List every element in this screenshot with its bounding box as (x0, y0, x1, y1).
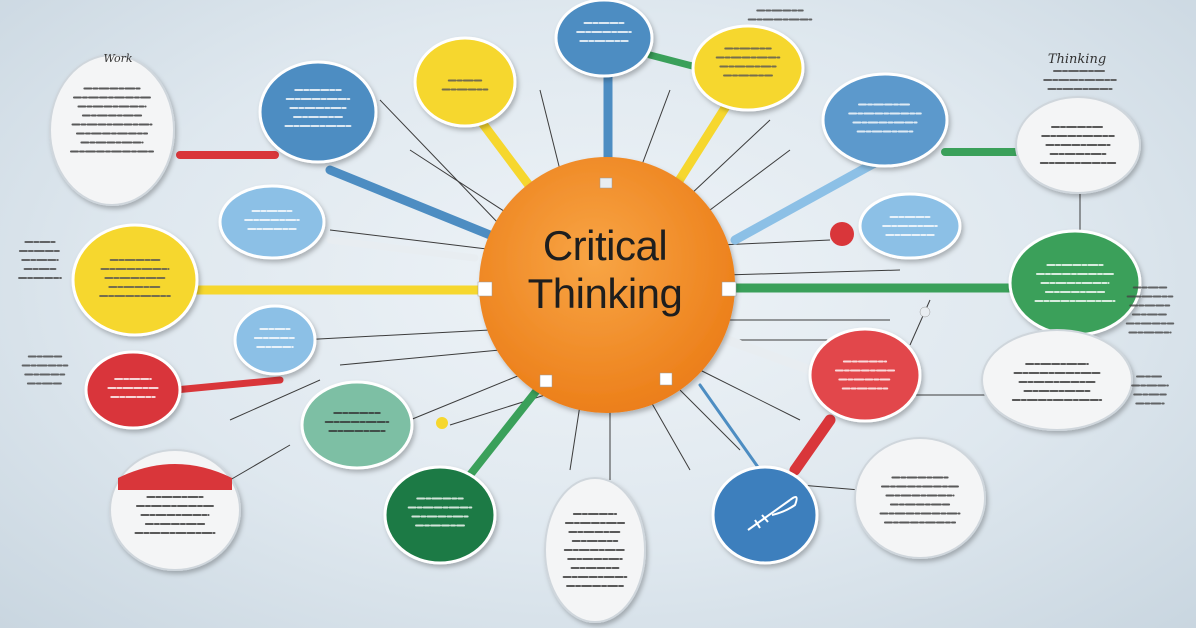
stem-red-right (789, 414, 836, 476)
node-teal-bottom-left (300, 380, 414, 470)
stem-blue-bottom-right (698, 383, 762, 472)
stem-yellow-top-right (665, 95, 735, 200)
stem-blue-right (730, 155, 885, 245)
thin-connectors (229, 89, 1081, 491)
node-lightblue-left (218, 184, 326, 260)
red-header-band (118, 464, 232, 490)
stem-blue-top-left (325, 165, 495, 240)
node-white-bottom-right (854, 437, 986, 559)
stem-red-mid-left (171, 376, 284, 394)
node-white-right (981, 329, 1133, 431)
node-darkgreen-bottom (383, 465, 497, 565)
node-blue-top-left (258, 60, 378, 164)
node-blue-top-right (821, 72, 949, 168)
nodes (49, 0, 1142, 623)
stem-green-bottom (466, 376, 549, 479)
node-blue-bottom-right (711, 465, 819, 565)
node-yellow-left (71, 223, 199, 337)
node-yellow-top-right (691, 24, 805, 112)
pins (436, 177, 931, 429)
node-white-top-left (49, 54, 175, 206)
node-red-mid-right (808, 327, 922, 423)
node-blue-top (554, 0, 654, 78)
corner-label-left: Work (103, 52, 133, 65)
illegible-text-lines (18, 9, 1175, 587)
node-lightblue-mid-left (233, 304, 317, 376)
node-red-left (84, 350, 182, 430)
quill-icon (747, 495, 798, 531)
node-yellow-top-left (413, 36, 517, 128)
stem-white-left (326, 236, 479, 262)
center-node (479, 157, 735, 413)
corner-label-right: Thinking (1047, 52, 1107, 67)
